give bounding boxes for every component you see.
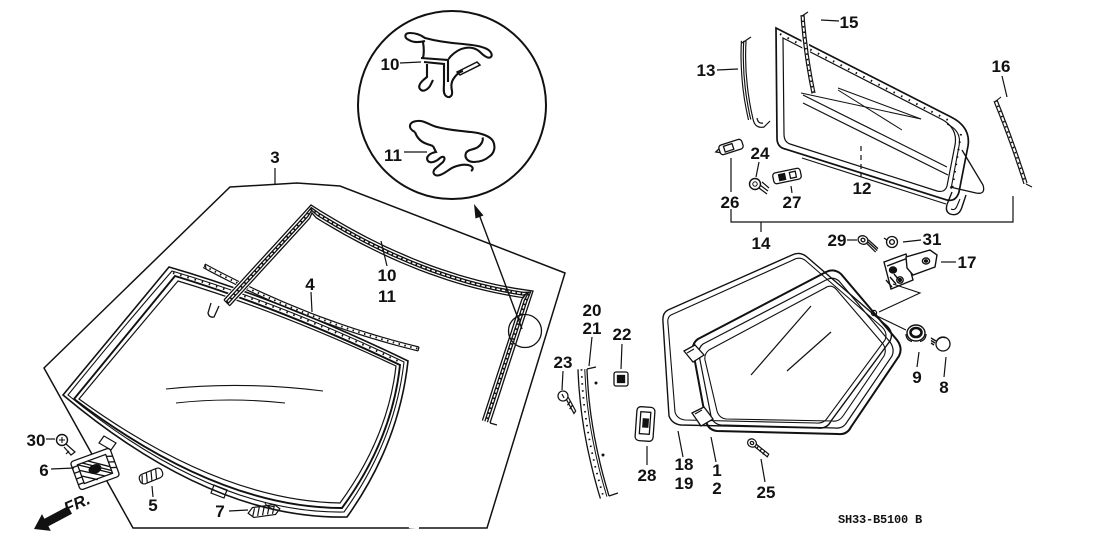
svg-text:27: 27 — [783, 193, 802, 212]
svg-text:17: 17 — [958, 253, 977, 272]
svg-text:12: 12 — [853, 179, 872, 198]
svg-text:31: 31 — [923, 230, 942, 249]
svg-text:20: 20 — [583, 301, 602, 320]
svg-text:24: 24 — [751, 144, 770, 163]
svg-text:3: 3 — [270, 148, 279, 167]
svg-text:13: 13 — [697, 61, 716, 80]
svg-text:29: 29 — [828, 231, 847, 250]
svg-text:26: 26 — [721, 193, 740, 212]
svg-text:18: 18 — [675, 455, 694, 474]
svg-text:25: 25 — [757, 483, 776, 502]
svg-text:16: 16 — [992, 57, 1011, 76]
svg-text:22: 22 — [613, 325, 632, 344]
svg-text:5: 5 — [148, 496, 157, 515]
svg-text:19: 19 — [675, 474, 694, 493]
svg-text:14: 14 — [752, 234, 771, 253]
svg-text:SH33-B5100 B: SH33-B5100 B — [838, 513, 922, 527]
svg-text:8: 8 — [939, 378, 948, 397]
svg-text:28: 28 — [638, 466, 657, 485]
svg-text:7: 7 — [215, 502, 224, 521]
svg-text:21: 21 — [583, 319, 602, 338]
svg-text:10: 10 — [378, 266, 397, 285]
svg-text:2: 2 — [712, 479, 721, 498]
svg-text:9: 9 — [912, 368, 921, 387]
svg-text:11: 11 — [378, 287, 396, 306]
svg-text:23: 23 — [554, 353, 573, 372]
svg-text:30: 30 — [27, 431, 46, 450]
svg-text:11: 11 — [384, 146, 402, 165]
svg-text:6: 6 — [39, 461, 48, 480]
svg-text:1: 1 — [712, 461, 721, 480]
svg-text:4: 4 — [305, 275, 315, 294]
svg-text:10: 10 — [381, 55, 400, 74]
svg-text:15: 15 — [840, 13, 859, 32]
